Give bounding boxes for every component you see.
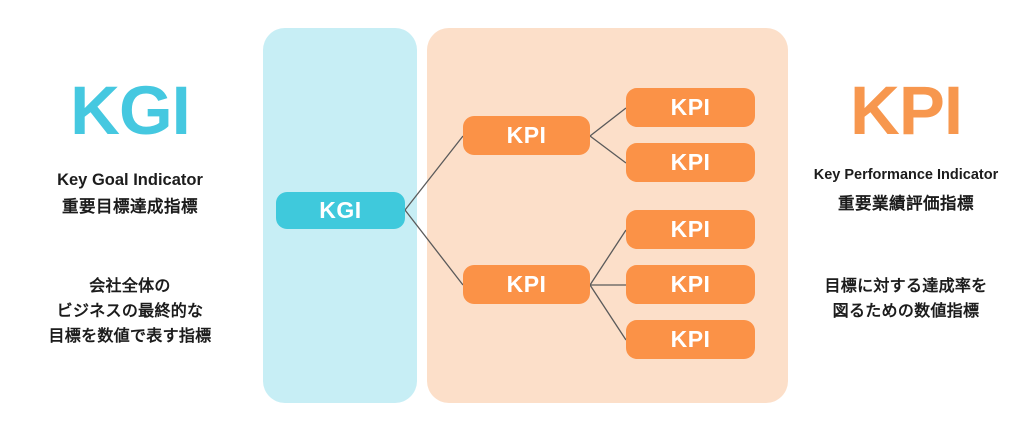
kgi-description-line-1: 会社全体の: [89, 278, 171, 295]
kpi-description-line-1: 目標に対する達成率を: [824, 278, 988, 295]
node-kpi-leaf-1[interactable]: KPI: [626, 88, 755, 127]
node-kpi-leaf-5[interactable]: KPI: [626, 320, 755, 359]
link-mid1-to-leaf2: [589, 135, 627, 164]
node-kpi-mid-1[interactable]: KPI: [463, 116, 590, 155]
kpi-description: 目標に対する達成率を 図るための数値指標: [788, 275, 1024, 325]
kpi-acronym-heading: KPI: [849, 72, 963, 149]
node-kpi-mid-2[interactable]: KPI: [463, 265, 590, 304]
kgi-description: 会社全体の ビジネスの最終的な 目標を数値で表す指標: [0, 275, 260, 349]
kgi-english-name: Key Goal Indicator: [57, 171, 203, 189]
kpi-japanese-name: 重要業績評価指標: [838, 195, 974, 213]
node-kpi-leaf-4[interactable]: KPI: [626, 265, 755, 304]
kgi-description-line-2: ビジネスの最終的な: [56, 302, 204, 320]
kpi-english-name: Key Performance Indicator: [813, 167, 999, 183]
link-kgi-to-mid1: [404, 135, 464, 211]
kpi-description-column: KPI Key Performance Indicator 重要業績評価指標 目…: [788, 0, 1024, 426]
kpi-description-line-2: 図るための数値指標: [832, 302, 980, 320]
kgi-description-line-3: 目標を数値で表す指標: [48, 327, 212, 345]
kgi-acronym-heading: KGI: [70, 72, 191, 149]
kgi-description-column: KGI Key Goal Indicator 重要目標達成指標 会社全体の ビジ…: [0, 0, 260, 426]
link-mid2-to-leaf3: [589, 229, 627, 286]
node-kgi-root[interactable]: KGI: [276, 192, 405, 229]
node-kpi-leaf-3[interactable]: KPI: [626, 210, 755, 249]
link-mid2-to-leaf5: [589, 284, 627, 341]
link-kgi-to-mid2: [404, 209, 464, 286]
link-mid1-to-leaf1: [589, 107, 627, 137]
node-kpi-leaf-2[interactable]: KPI: [626, 143, 755, 182]
kgi-japanese-name: 重要目標達成指標: [62, 198, 198, 216]
